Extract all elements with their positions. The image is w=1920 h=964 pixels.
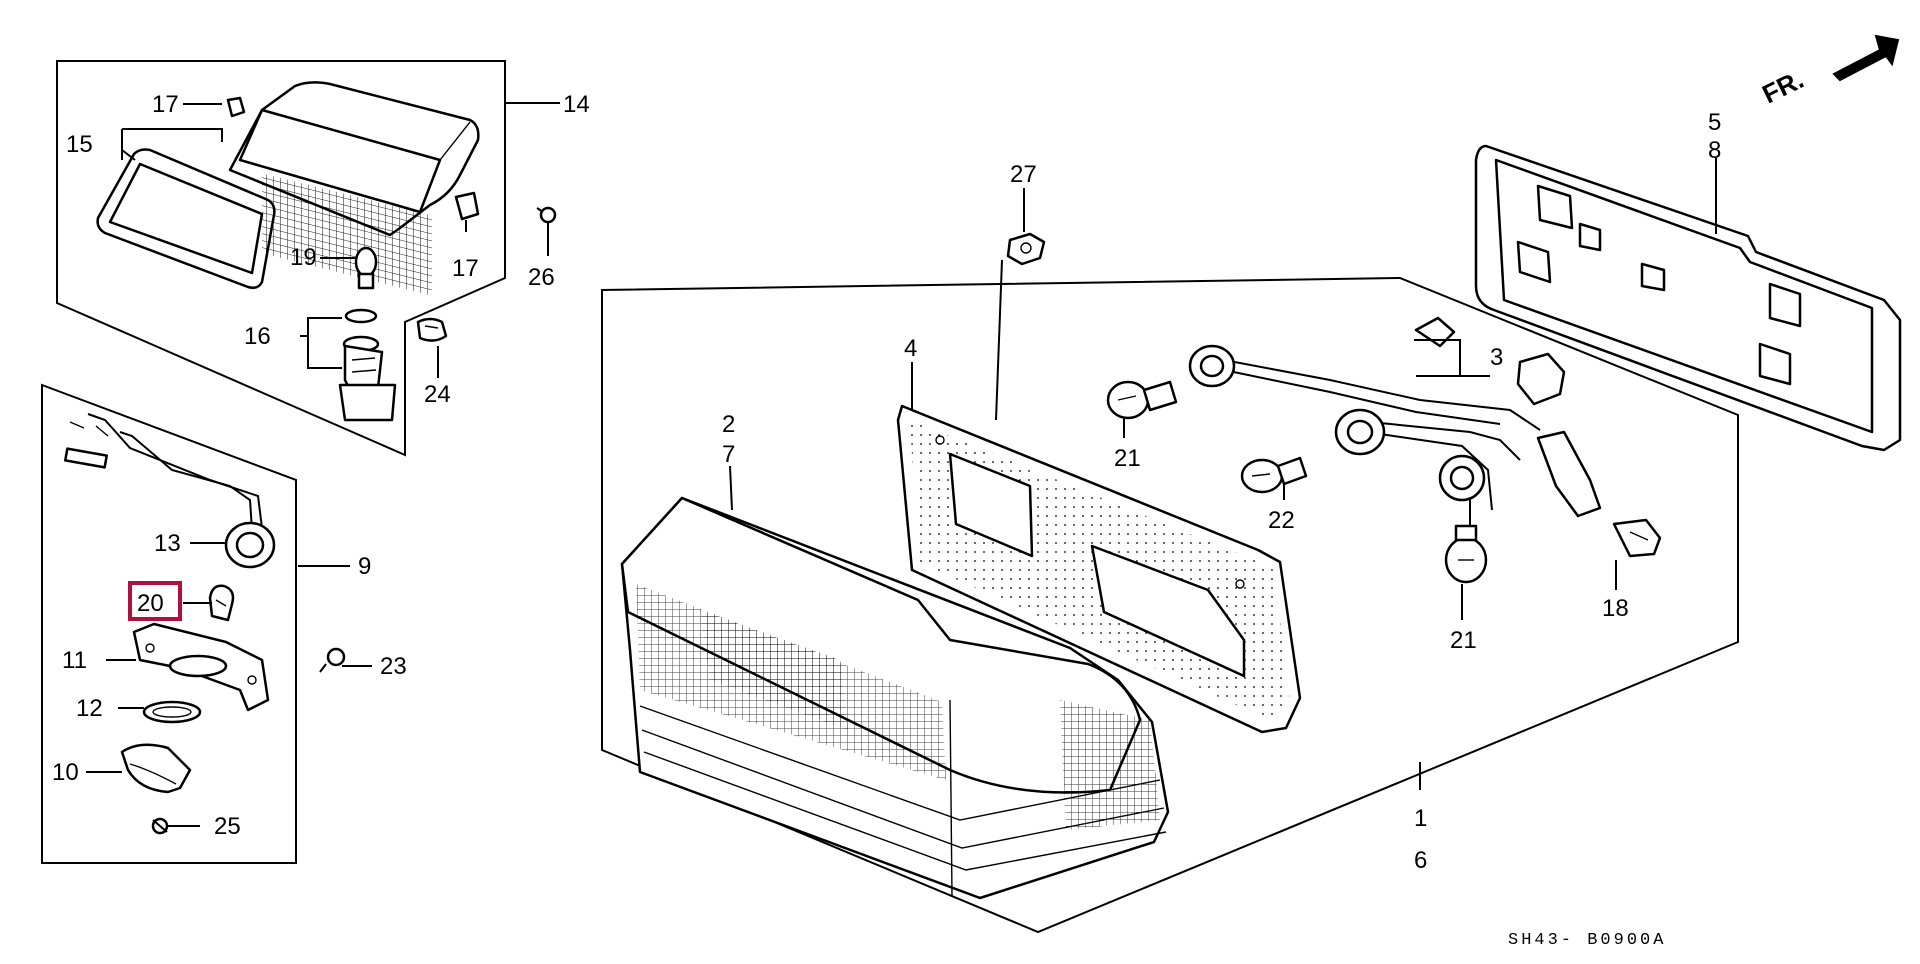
part-3-harness[interactable]	[1188, 316, 1602, 540]
part-21-bulb-lower[interactable]	[1444, 524, 1488, 584]
callout-25: 25	[214, 813, 241, 840]
part-18-bulb[interactable]	[1612, 518, 1662, 558]
front-direction-arrow-icon	[1832, 34, 1900, 82]
part-27-nut[interactable]	[1006, 232, 1046, 266]
part-17-clip-top[interactable]	[226, 96, 246, 118]
callout-20-highlight-box	[128, 581, 182, 621]
callout-17-top: 17	[152, 91, 179, 118]
callout-4: 4	[904, 335, 917, 362]
group-1-6-frame	[601, 276, 1739, 934]
callout-10: 10	[52, 759, 79, 786]
part-15-lens[interactable]	[96, 148, 276, 290]
callout-21-upper: 21	[1114, 445, 1141, 472]
callout-17-side: 17	[452, 255, 479, 282]
part-13-socket-harness[interactable]	[64, 413, 276, 569]
callout-16: 16	[244, 323, 271, 350]
part-23-screw[interactable]	[319, 647, 346, 673]
part-14-housing[interactable]	[228, 81, 480, 296]
callout-8: 8	[1708, 137, 1721, 164]
callout-19: 19	[290, 244, 317, 271]
part-5-8-rear-panel[interactable]	[1474, 144, 1902, 452]
callout-12: 12	[76, 695, 103, 722]
callout-labels: 17 15 14 19 17 26 16 24 13 9 20 11 12 10…	[52, 64, 1808, 950]
part-17-clip-side[interactable]	[454, 191, 480, 221]
callout-23: 23	[380, 653, 407, 680]
part-24-grommet[interactable]	[416, 317, 448, 342]
callout-22: 22	[1268, 507, 1295, 534]
leader-lines	[86, 102, 1717, 827]
part-20-bulb[interactable]	[208, 584, 235, 622]
callout-5: 5	[1708, 109, 1721, 136]
callout-24: 24	[424, 381, 451, 408]
part-25-screw[interactable]	[151, 817, 169, 835]
callout-7: 7	[722, 441, 735, 468]
part-19-bulb[interactable]	[354, 246, 378, 290]
callout-13: 13	[154, 530, 181, 557]
callout-11: 11	[62, 647, 87, 674]
part-16-socket[interactable]	[338, 308, 397, 422]
callout-18: 18	[1602, 595, 1629, 622]
part-11-housing[interactable]	[132, 622, 270, 712]
callout-14: 14	[563, 91, 590, 118]
part-4-gasket[interactable]	[896, 404, 1302, 734]
front-direction-label: FR.	[1757, 64, 1808, 109]
callout-21-lower: 21	[1450, 627, 1477, 654]
group-14-frame	[56, 60, 506, 457]
callout-2: 2	[722, 411, 735, 438]
callout-15: 15	[66, 131, 93, 158]
part-12-gasket[interactable]	[142, 700, 202, 724]
callout-6: 6	[1414, 847, 1427, 874]
callout-20: 20	[137, 590, 164, 617]
callout-27: 27	[1010, 161, 1037, 188]
part-21-bulb-upper[interactable]	[1106, 380, 1178, 420]
diagram-code: SH43- B0900A	[1508, 931, 1666, 950]
callout-1: 1	[1414, 805, 1427, 832]
part-10-lens[interactable]	[120, 743, 192, 794]
callout-26: 26	[528, 264, 555, 291]
part-22-bulb[interactable]	[1240, 456, 1308, 494]
callout-3: 3	[1490, 344, 1503, 371]
group-9-frame	[41, 383, 297, 864]
part-2-7-lens[interactable]	[620, 496, 1170, 900]
callout-9: 9	[358, 553, 371, 580]
part-26-screw[interactable]	[536, 206, 557, 236]
